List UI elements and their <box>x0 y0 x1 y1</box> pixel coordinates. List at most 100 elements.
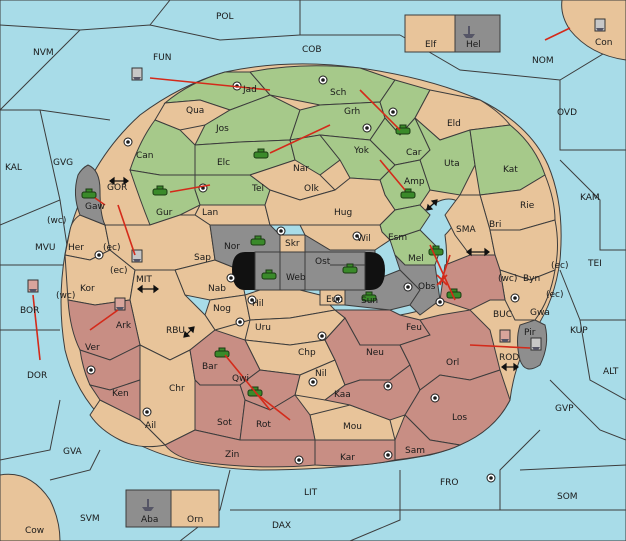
coast-label: (wc) <box>56 291 75 301</box>
province-label: Hel <box>466 40 481 50</box>
sea-label: BUC <box>493 310 512 320</box>
supply-center-icon <box>123 137 133 147</box>
sea-label: SVM <box>80 514 100 524</box>
province-label: Byn <box>523 274 540 284</box>
province-label: Neu <box>366 348 384 358</box>
province-elf[interactable] <box>404 14 456 53</box>
fleet-icon[interactable] <box>463 26 475 38</box>
province-zin[interactable] <box>164 429 316 468</box>
fleet-icon[interactable] <box>131 67 143 81</box>
province-label: Rie <box>520 201 535 211</box>
fleet-icon[interactable] <box>594 18 606 32</box>
supply-center-icon <box>142 407 152 417</box>
province-ail[interactable] <box>89 399 167 448</box>
province-hel[interactable] <box>454 14 501 53</box>
province-label: Mou <box>343 422 362 432</box>
supply-center-icon <box>235 317 245 327</box>
supply-center-icon <box>510 293 520 303</box>
fleet-icon[interactable] <box>499 329 511 343</box>
province-label: Qua <box>186 106 204 116</box>
province-label: Tel <box>251 184 264 194</box>
army-icon[interactable] <box>361 291 377 302</box>
sea-label: OVD <box>557 108 577 118</box>
supply-center-icon <box>94 250 104 260</box>
province-label: Sam <box>405 446 425 456</box>
province-label: Nab <box>208 284 226 294</box>
fleet-icon[interactable] <box>114 297 126 311</box>
province-ark[interactable] <box>67 299 141 361</box>
fleet-icon[interactable] <box>142 499 154 511</box>
sea-label: TEI <box>587 259 602 269</box>
army-icon[interactable] <box>152 185 168 196</box>
coast-label: (wc) <box>498 274 517 284</box>
province-label: Orl <box>446 358 459 368</box>
province-label: Olk <box>304 184 320 194</box>
sea-label: KUP <box>570 326 588 336</box>
province-sot[interactable] <box>194 378 246 441</box>
army-icon[interactable] <box>81 188 97 199</box>
province-label: Bri <box>489 220 501 230</box>
province-cow[interactable] <box>0 473 61 541</box>
army-icon[interactable] <box>253 148 269 159</box>
province-orn[interactable] <box>170 489 220 528</box>
supply-center-icon <box>388 107 398 117</box>
fleet-icon[interactable] <box>530 337 542 351</box>
province-label: Her <box>68 243 84 253</box>
supply-center-icon <box>383 450 393 460</box>
supply-center-icon <box>247 295 257 305</box>
order-arrows <box>32 27 571 421</box>
province-label: Ver <box>85 343 100 353</box>
army-icon[interactable] <box>400 188 416 199</box>
supply-center-icon <box>318 75 328 85</box>
province-label: Wil <box>357 234 371 244</box>
province-label: Aba <box>141 515 158 525</box>
fleet-icon[interactable] <box>27 279 39 293</box>
fleet-icon[interactable] <box>131 249 143 263</box>
supply-center-icon <box>352 231 362 241</box>
supply-center-icon <box>430 393 440 403</box>
army-icon[interactable] <box>250 235 266 246</box>
supply-center-icon <box>486 473 496 483</box>
province-label: Nog <box>213 304 231 314</box>
province-label: Con <box>595 38 613 48</box>
land-label-group: Con Elf Hel Jad Sch Qua Jos Grh Car Eld … <box>25 38 613 536</box>
supply-center-icon <box>317 331 327 341</box>
coast-label: (wc) <box>47 216 66 226</box>
province-label: Esm <box>388 233 407 243</box>
province-label: Gur <box>156 208 173 218</box>
supply-center-icon <box>333 294 343 304</box>
sea-label: POL <box>216 12 234 22</box>
province-label: Web <box>286 273 306 283</box>
province-label: Orn <box>187 515 203 525</box>
province-sun-east[interactable] <box>394 254 441 316</box>
province-label: Amp <box>404 177 425 187</box>
coast-label: (ec) <box>546 290 564 300</box>
province-label: Gwa <box>530 308 550 318</box>
province-label: Los <box>452 413 467 423</box>
army-icon[interactable] <box>261 269 277 280</box>
province-label: Jad <box>242 85 257 95</box>
province-label: Skr <box>285 239 300 249</box>
province-ver[interactable] <box>79 344 141 391</box>
sea-label: GOR <box>107 183 127 193</box>
province-label: Kat <box>503 165 518 175</box>
units <box>27 18 606 511</box>
army-icon[interactable] <box>342 263 358 274</box>
sea-label: COB <box>302 45 322 55</box>
province-con[interactable] <box>561 0 626 61</box>
sea-label: RBU <box>166 326 185 336</box>
province-label: Obs <box>418 282 436 292</box>
province-gwa[interactable] <box>499 269 556 321</box>
supply-center-icon <box>308 377 318 387</box>
province-gur[interactable] <box>129 169 201 226</box>
province-kar[interactable] <box>314 439 396 467</box>
province-label: Sun <box>361 296 378 306</box>
province-ken[interactable] <box>88 379 141 421</box>
sea-label: ALT <box>603 367 619 377</box>
coast-label: (ec) <box>551 261 569 271</box>
province-label: Hug <box>334 208 352 218</box>
province-sam[interactable] <box>394 414 462 461</box>
province-label: Zin <box>225 450 239 460</box>
